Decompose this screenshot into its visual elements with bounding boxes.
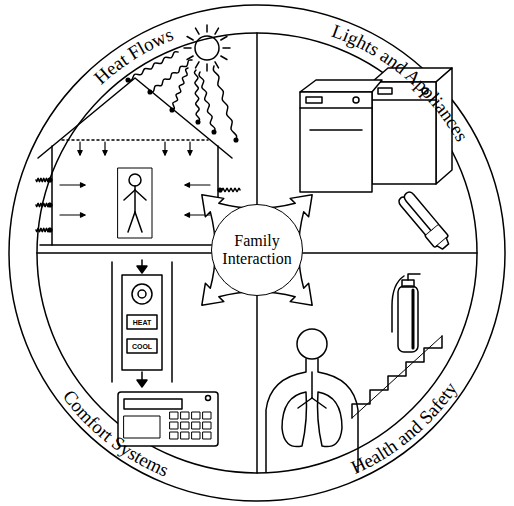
safety-illustration bbox=[266, 274, 442, 472]
section-title: Health and Safety bbox=[348, 378, 462, 478]
outer-ring bbox=[9, 5, 505, 501]
section-title: Lights and Appliances bbox=[329, 20, 472, 145]
center-label: Family Interaction bbox=[220, 232, 294, 269]
mode-label: HEAT bbox=[133, 319, 152, 326]
section-title-path: Comfort Systems bbox=[59, 386, 172, 481]
center-circle: Family Interaction bbox=[211, 204, 304, 297]
section-title: Heat Flows bbox=[90, 24, 176, 89]
mode-label: COOL bbox=[132, 343, 152, 350]
section-title-path: Health and Safety bbox=[348, 378, 462, 478]
inner-ring bbox=[37, 33, 477, 473]
interaction-arrows bbox=[202, 195, 312, 305]
section-title: Comfort Systems bbox=[59, 386, 172, 481]
bulb bbox=[396, 190, 452, 252]
section-title-path: Heat Flows bbox=[90, 24, 176, 89]
section-title-path: Lights and Appliances bbox=[329, 20, 472, 145]
comfort-illustration bbox=[112, 260, 218, 446]
